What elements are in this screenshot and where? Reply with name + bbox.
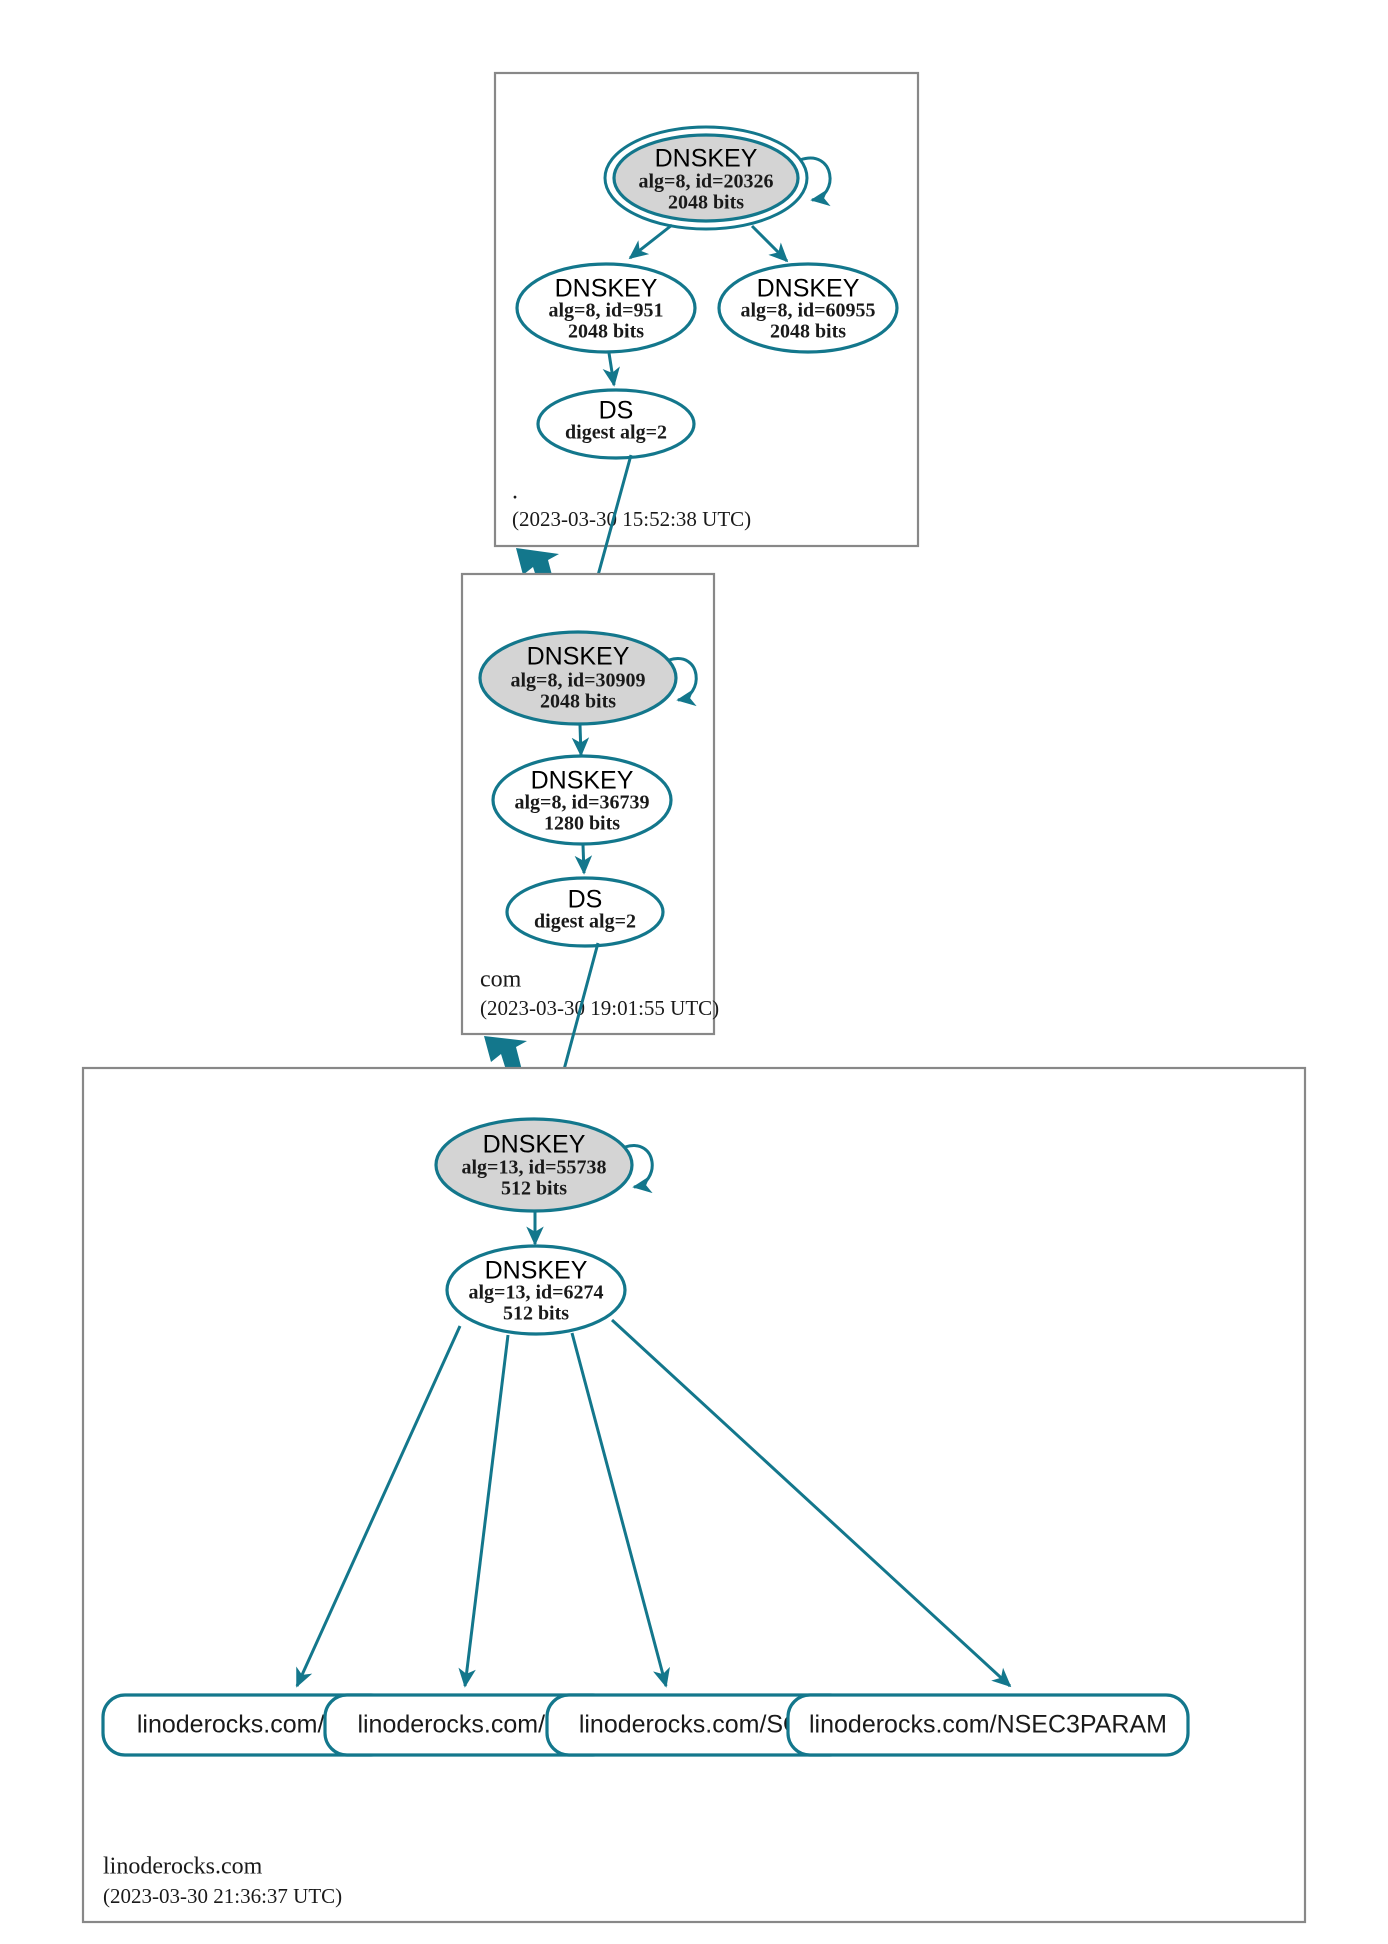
node-com-ksk-ellipse	[478, 630, 678, 726]
edge-com-zsk-to-ds	[574, 844, 593, 875]
node-root-ksk-title: DNSKEY	[655, 145, 758, 173]
node-com-zsk-bits: 1280 bits	[544, 813, 620, 835]
edge-zsk-to-rrset-ns	[295, 1325, 462, 1688]
edge-com-ksk-to-zsk	[571, 724, 590, 757]
edge-zsk-to-rrset-soa	[570, 1332, 670, 1688]
node-root-ksk[interactable]: DNSKEY alg=8, id=20326 2048 bits	[603, 125, 832, 231]
node-com-ds-ellipse	[505, 876, 665, 948]
zone-com: DNSKEY alg=8, id=30909 2048 bits DNSKEY …	[460, 572, 719, 1036]
node-root-ksk-params: alg=8, id=20326	[638, 171, 773, 193]
node-root-zsk-60955-title: DNSKEY	[757, 275, 860, 303]
zone-root-timestamp: (2023-03-30 15:52:38 UTC)	[512, 507, 751, 531]
rrset-ns[interactable]: linoderocks.com/NS	[101, 1693, 395, 1757]
node-linoderocks-ksk-bits: 512 bits	[501, 1178, 567, 1200]
edge-linoderocks-ksk-self-sign	[624, 1144, 654, 1194]
node-linoderocks-zsk-params: alg=13, id=6274	[468, 1282, 603, 1304]
node-com-zsk-params: alg=8, id=36739	[514, 792, 649, 814]
node-root-ksk-ellipse	[612, 133, 800, 223]
node-root-ds[interactable]: DS digest alg=2	[536, 388, 696, 460]
node-root-zsk-60955-params: alg=8, id=60955	[740, 300, 875, 322]
node-linoderocks-zsk-ellipse	[445, 1244, 627, 1336]
node-root-zsk-951-ellipse	[515, 262, 697, 354]
node-linoderocks-zsk[interactable]: DNSKEY alg=13, id=6274 512 bits	[445, 1244, 627, 1336]
node-com-ksk-params: alg=8, id=30909	[510, 670, 645, 692]
zone-com-timestamp: (2023-03-30 19:01:55 UTC)	[480, 996, 719, 1020]
node-root-ksk-outer-ring	[603, 125, 809, 231]
zone-com-name: com	[480, 967, 522, 993]
node-root-ds-params: digest alg=2	[565, 422, 667, 444]
node-com-ksk-bits: 2048 bits	[540, 691, 616, 713]
node-root-zsk-60955[interactable]: DNSKEY alg=8, id=60955 2048 bits	[717, 262, 899, 354]
node-com-ksk[interactable]: DNSKEY alg=8, id=30909 2048 bits	[478, 630, 698, 726]
zone-root-name: .	[512, 479, 518, 505]
edge-root-ksk-to-zsk60955	[750, 224, 789, 263]
edge-root-ksk-self-sign	[799, 156, 832, 207]
node-root-zsk-951-bits: 2048 bits	[568, 321, 644, 343]
node-com-zsk[interactable]: DNSKEY alg=8, id=36739 1280 bits	[491, 754, 673, 846]
node-com-ksk-title: DNSKEY	[527, 643, 630, 671]
edge-root-zsk951-to-ds	[602, 352, 620, 387]
zone-linoderocks-name: linoderocks.com	[103, 1854, 263, 1880]
node-linoderocks-zsk-bits: 512 bits	[503, 1303, 569, 1325]
rrset-nsec3param[interactable]: linoderocks.com/NSEC3PARAM	[786, 1693, 1190, 1757]
node-root-ds-ellipse	[536, 388, 696, 460]
node-com-ds[interactable]: DS digest alg=2	[505, 876, 665, 948]
node-linoderocks-ksk-title: DNSKEY	[483, 1131, 586, 1159]
node-com-ds-params: digest alg=2	[534, 911, 636, 933]
zone-linoderocks: DNSKEY alg=13, id=55738 512 bits DNSKEY …	[81, 1066, 1307, 1924]
rrset-ns-label: linoderocks.com/NS	[137, 1711, 359, 1739]
edge-com-ksk-self-sign	[668, 657, 698, 707]
rrset-nsec3param-box	[786, 1693, 1190, 1757]
node-root-ds-title: DS	[599, 397, 634, 425]
rrset-nsec3param-label: linoderocks.com/NSEC3PARAM	[809, 1711, 1167, 1739]
node-linoderocks-zsk-title: DNSKEY	[485, 1257, 588, 1285]
edge-root-ksk-to-zsk951	[628, 223, 673, 260]
zone-root: DNSKEY alg=8, id=20326 2048 bits DNSKEY …	[493, 71, 920, 548]
node-com-ds-title: DS	[568, 886, 603, 914]
node-root-zsk-60955-ellipse	[717, 262, 899, 354]
edge-zsk-to-rrset-mx	[458, 1334, 510, 1688]
node-root-zsk-60955-bits: 2048 bits	[770, 321, 846, 343]
zone-linoderocks-box	[81, 1066, 1307, 1924]
node-linoderocks-ksk-params: alg=13, id=55738	[461, 1157, 606, 1179]
rrset-soa-label: linoderocks.com/SOA	[579, 1711, 820, 1739]
node-com-zsk-title: DNSKEY	[531, 767, 634, 795]
zone-linoderocks-timestamp: (2023-03-30 21:36:37 UTC)	[103, 1884, 342, 1908]
rrset-mx-label: linoderocks.com/MX	[357, 1711, 582, 1739]
node-root-zsk-951-params: alg=8, id=951	[548, 300, 663, 322]
node-root-zsk-951-title: DNSKEY	[555, 275, 658, 303]
node-linoderocks-ksk-ellipse	[434, 1117, 634, 1213]
node-root-zsk-951[interactable]: DNSKEY alg=8, id=951 2048 bits	[515, 262, 697, 354]
node-linoderocks-ksk[interactable]: DNSKEY alg=13, id=55738 512 bits	[434, 1117, 654, 1213]
rrset-soa[interactable]: linoderocks.com/SOA	[545, 1693, 854, 1757]
node-root-ksk-bits: 2048 bits	[668, 192, 744, 214]
edge-zsk-to-rrset-nsec3param	[610, 1318, 1012, 1688]
